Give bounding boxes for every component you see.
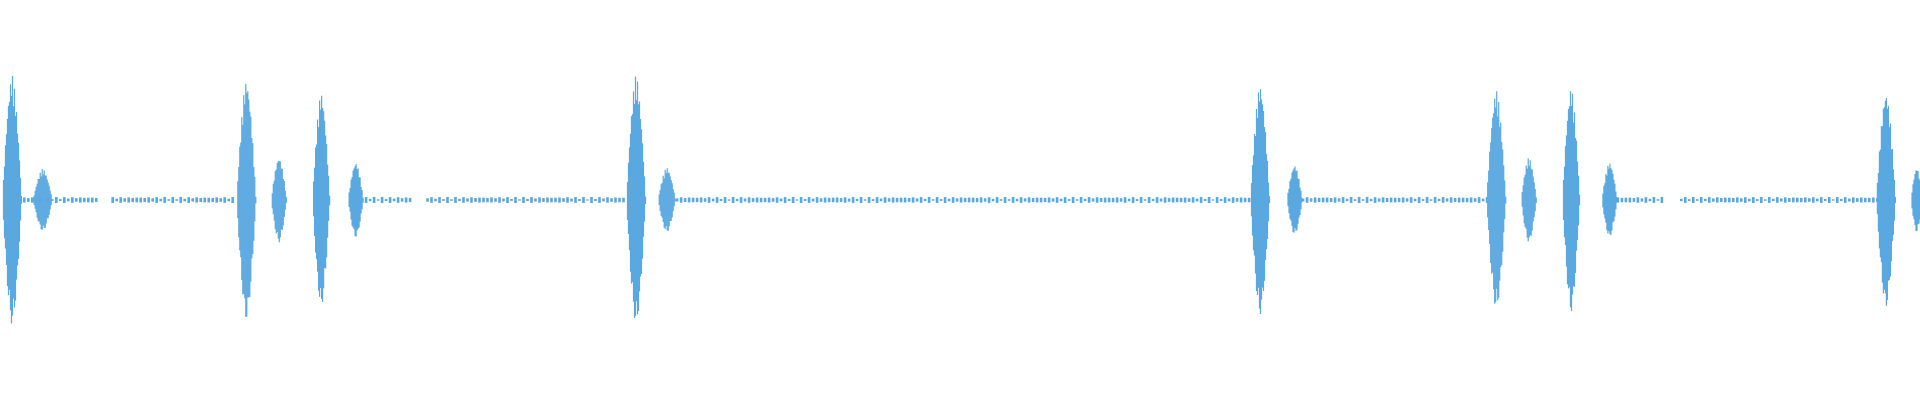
- waveform-baseline-segment: [1616, 197, 1664, 203]
- waveform-burst: [626, 76, 647, 318]
- waveform-burst: [1876, 98, 1896, 306]
- waveform-burst: [33, 169, 53, 230]
- waveform-burst: [237, 83, 257, 317]
- waveform-burst: [313, 95, 331, 302]
- waveform-burst: [2, 76, 23, 324]
- waveform-burst: [348, 164, 364, 237]
- waveform-baseline-segment: [111, 197, 234, 203]
- waveform-baseline-segment: [364, 197, 412, 203]
- waveform-burst: [1602, 163, 1618, 236]
- waveform-baseline-segment: [1680, 197, 1879, 203]
- waveform-burst: [1487, 91, 1507, 304]
- waveform-burst: [1287, 166, 1303, 233]
- waveform-burst: [1250, 89, 1271, 314]
- waveform-burst: [658, 168, 676, 231]
- waveform-baseline-segment: [1301, 197, 1489, 203]
- waveform-baseline-segment: [675, 197, 1251, 203]
- waveform-burst: [271, 161, 287, 243]
- waveform-burst: [1562, 91, 1581, 311]
- waveform-burst: [1521, 158, 1537, 242]
- waveform-baseline-segment: [426, 197, 625, 203]
- waveform-burst: [1911, 170, 1920, 232]
